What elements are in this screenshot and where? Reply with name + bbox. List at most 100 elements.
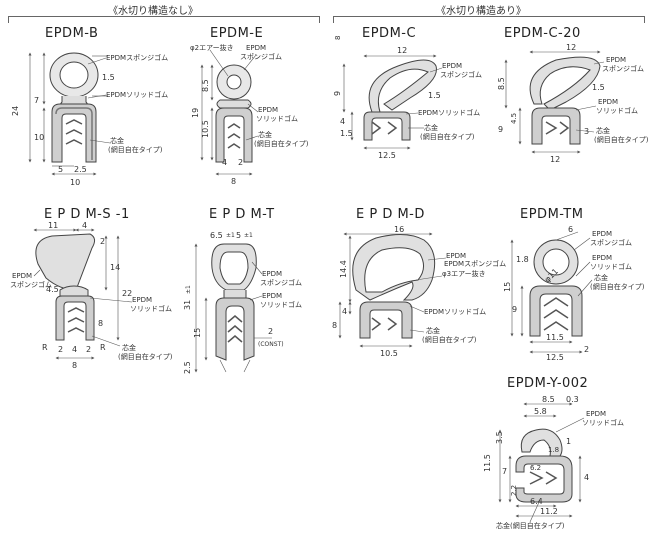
dim-c20-5: 9 — [498, 125, 503, 134]
label-s1-core-note: (網目自在タイプ) — [118, 352, 173, 361]
profile-epdm-y-002 — [515, 428, 573, 503]
dim-s1-3: 2 — [100, 237, 105, 246]
dim-y-6: 7 — [502, 467, 507, 476]
dim-d-4: 8 — [332, 321, 337, 330]
dim-c-1: 12 — [397, 46, 407, 55]
title-epdm-tm: EPDM-TM — [520, 207, 584, 222]
dim-t-2: ±1 — [226, 232, 235, 239]
dim-b-6: 2.5 — [74, 165, 87, 174]
label-b-core-note: (網目自在タイプ) — [108, 145, 163, 154]
dim-s1-2: 4 — [82, 221, 87, 230]
dim-b-7: 10 — [70, 178, 80, 187]
dim-e-6: 8 — [231, 177, 236, 186]
label-e-air: φ2エアー抜き — [190, 43, 234, 52]
dim-b-1: 1.5 — [102, 73, 115, 82]
label-d-solid: EPDMソリッドゴム — [424, 307, 486, 316]
dim-tm-7: 12.5 — [546, 353, 564, 362]
label-t-sponge: スポンジゴム — [260, 278, 302, 287]
dim-y-11: 11.2 — [540, 507, 558, 516]
dim-s1-11: 2 — [86, 345, 91, 354]
dim-y-3: 5.8 — [534, 407, 547, 416]
dim-y-2: 0.3 — [566, 395, 579, 404]
label-t-epdm: EPDM — [262, 270, 282, 278]
dim-e-4: 4 — [222, 158, 227, 167]
label-d-sponge: EPDMスポンジゴム — [444, 259, 506, 268]
dim-s1-4: 14 — [110, 263, 120, 272]
label-b-sponge: EPDMスポンジゴム — [106, 53, 168, 62]
dim-tm-1: 6 — [568, 225, 573, 234]
dim-e-3: 10.5 — [201, 120, 210, 138]
title-epdm-y-002: EPDM-Y-002 — [507, 376, 589, 391]
profile-epdm-e — [215, 64, 253, 163]
profile-epdm-b — [49, 52, 99, 163]
label-c20-core-note: (網目自在タイプ) — [594, 135, 649, 144]
label-t-const: (CONST) — [258, 341, 284, 348]
label-t-epdm2: EPDM — [262, 292, 282, 300]
label-c-solid: EPDMソリッドゴム — [418, 108, 480, 117]
dim-y-10: 6.4 — [530, 497, 543, 506]
label-b-solid: EPDMソリッドゴム — [106, 90, 168, 99]
dim-c-2: 9 — [333, 91, 342, 96]
dim-d-5: 10.5 — [380, 349, 398, 358]
title-epdm-d: E P D M-D — [356, 207, 425, 222]
dim-d-2: 14.4 — [339, 260, 348, 278]
dim-b-5: 5 — [58, 165, 63, 174]
title-epdm-s-1: E P D M-S -1 — [44, 207, 130, 222]
section-bracket-drain — [333, 16, 645, 23]
dim-c-4: 4 — [340, 117, 345, 126]
dim-t-9: 2.5 — [183, 361, 192, 374]
label-y-core: 芯金(網目自在タイプ) — [496, 521, 565, 530]
dim-s1-12: R — [100, 343, 106, 352]
dim-s1-10: 4 — [72, 345, 77, 354]
dim-s1-13: 8 — [72, 361, 77, 370]
label-s1-epdm: EPDM — [12, 272, 32, 280]
dim-t-3: 5 — [236, 231, 241, 240]
label-b-core: 芯金 — [110, 136, 124, 145]
section-label-no-drain: 《水切り構造なし》 — [108, 6, 198, 17]
label-e-solid: ソリッドゴム — [256, 114, 298, 123]
dim-c20-7: 3 — [584, 127, 589, 136]
title-epdm-t: E P D M-T — [209, 207, 275, 222]
label-s1-solid: ソリッドゴム — [130, 304, 172, 313]
dim-tm-4: 15 — [503, 282, 512, 292]
dim-c-7: 8 — [334, 36, 342, 40]
dim-s1-1: 11 — [48, 221, 58, 230]
label-c-sponge: スポンジゴム — [440, 70, 482, 79]
profile-epdm-c-20 — [529, 56, 601, 145]
dim-s1-7: 8 — [98, 319, 103, 328]
label-y-solid: ソリッドゴム — [582, 418, 624, 427]
label-e-sponge: スポンジゴム — [240, 52, 282, 61]
label-c20-core: 芯金 — [596, 126, 610, 135]
dim-y-12: 1 — [566, 437, 571, 446]
dim-tm-8: 2 — [584, 345, 589, 354]
dim-e-2: 19 — [191, 108, 200, 118]
section-label-drain: 《水切り構造あり》 — [436, 6, 526, 17]
label-tm-core-note: (網目自在タイプ) — [590, 282, 645, 291]
label-tm-epdm: EPDM — [592, 230, 612, 238]
dim-c20-6: 12 — [550, 155, 560, 164]
label-e-core-note: (網目自在タイプ) — [254, 139, 309, 148]
dim-y-5: 11.5 — [483, 454, 492, 472]
dim-s1-9: 2 — [58, 345, 63, 354]
label-d-air: φ3エアー抜き — [442, 269, 486, 278]
profile-epdm-c — [363, 59, 437, 141]
dim-c-6: 12.5 — [378, 151, 396, 160]
label-tm-sponge: スポンジゴム — [590, 238, 632, 247]
dim-c-5: 1.5 — [340, 129, 353, 138]
dim-s1-5: 22 — [122, 289, 132, 298]
title-epdm-c: EPDM-C — [362, 26, 417, 41]
dim-c20-2: 8.5 — [497, 77, 506, 90]
dim-d-1: 16 — [394, 225, 404, 234]
dim-tm-2: 1.8 — [516, 255, 529, 264]
section-bracket-no-drain — [8, 16, 320, 23]
dim-y-4: 3.5 — [495, 431, 504, 444]
label-tm-epdm2: EPDM — [592, 254, 612, 262]
label-tm-solid: ソリッドゴム — [590, 262, 632, 271]
dim-s1-6: 4.5 — [46, 285, 59, 294]
label-c20-epdm: EPDM — [606, 56, 626, 64]
dim-c-3: 1.5 — [428, 91, 441, 100]
label-c20-solid: ソリッドゴム — [596, 106, 638, 115]
title-epdm-c-20: EPDM-C-20 — [504, 26, 581, 41]
label-c-epdm: EPDM — [442, 62, 462, 70]
dim-c20-4: 4.5 — [510, 113, 518, 124]
